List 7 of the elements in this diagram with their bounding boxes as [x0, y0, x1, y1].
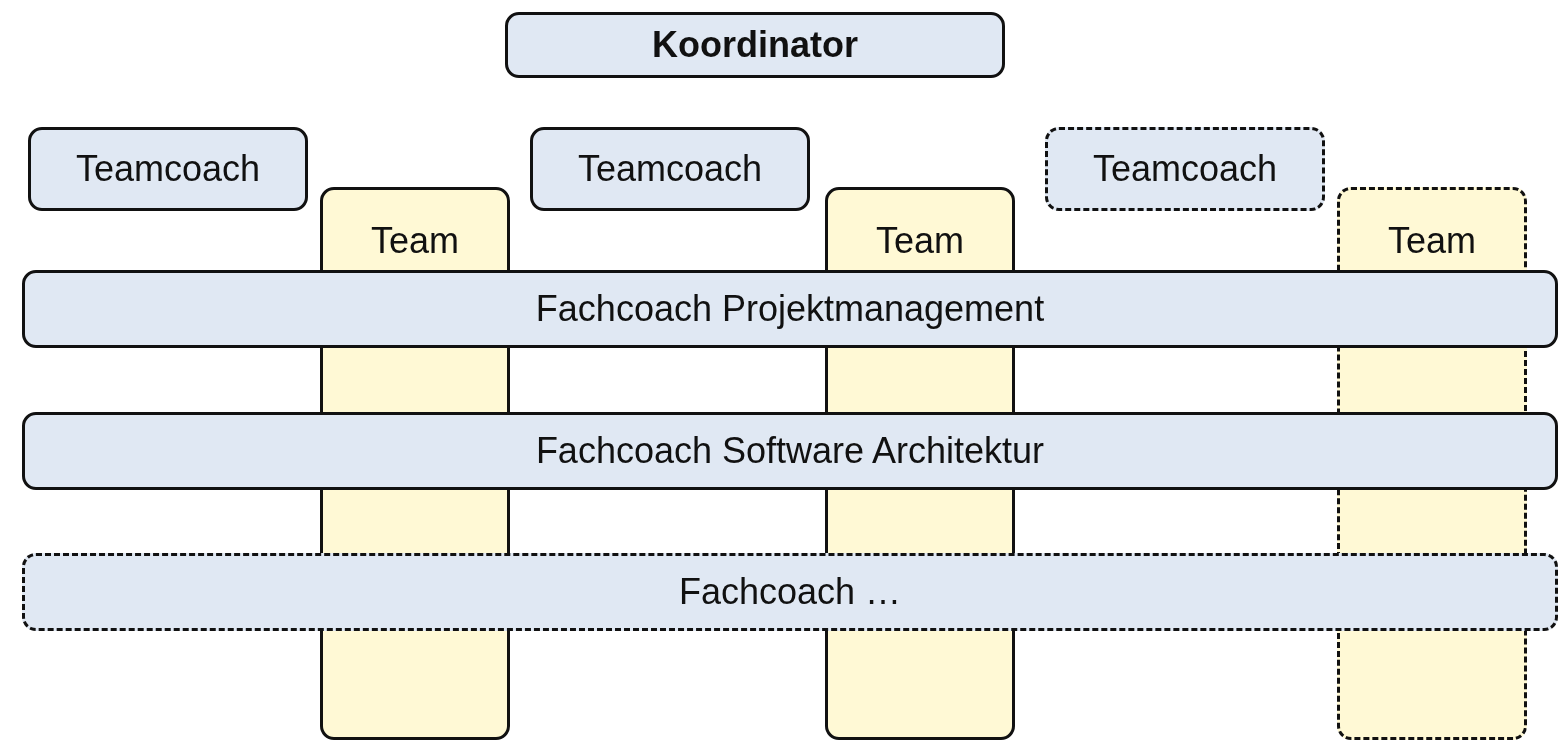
- coordinator-box: Koordinator: [505, 12, 1005, 78]
- expert-coach-bar: Fachcoach …: [22, 553, 1558, 631]
- expert-coach-bar: Fachcoach Software Architektur: [22, 412, 1558, 490]
- expert-coach-bar: Fachcoach Projektmanagement: [22, 270, 1558, 348]
- team-coach-box: Teamcoach: [28, 127, 308, 211]
- team-coach-box: Teamcoach: [530, 127, 810, 211]
- team-coach-box: Teamcoach: [1045, 127, 1325, 211]
